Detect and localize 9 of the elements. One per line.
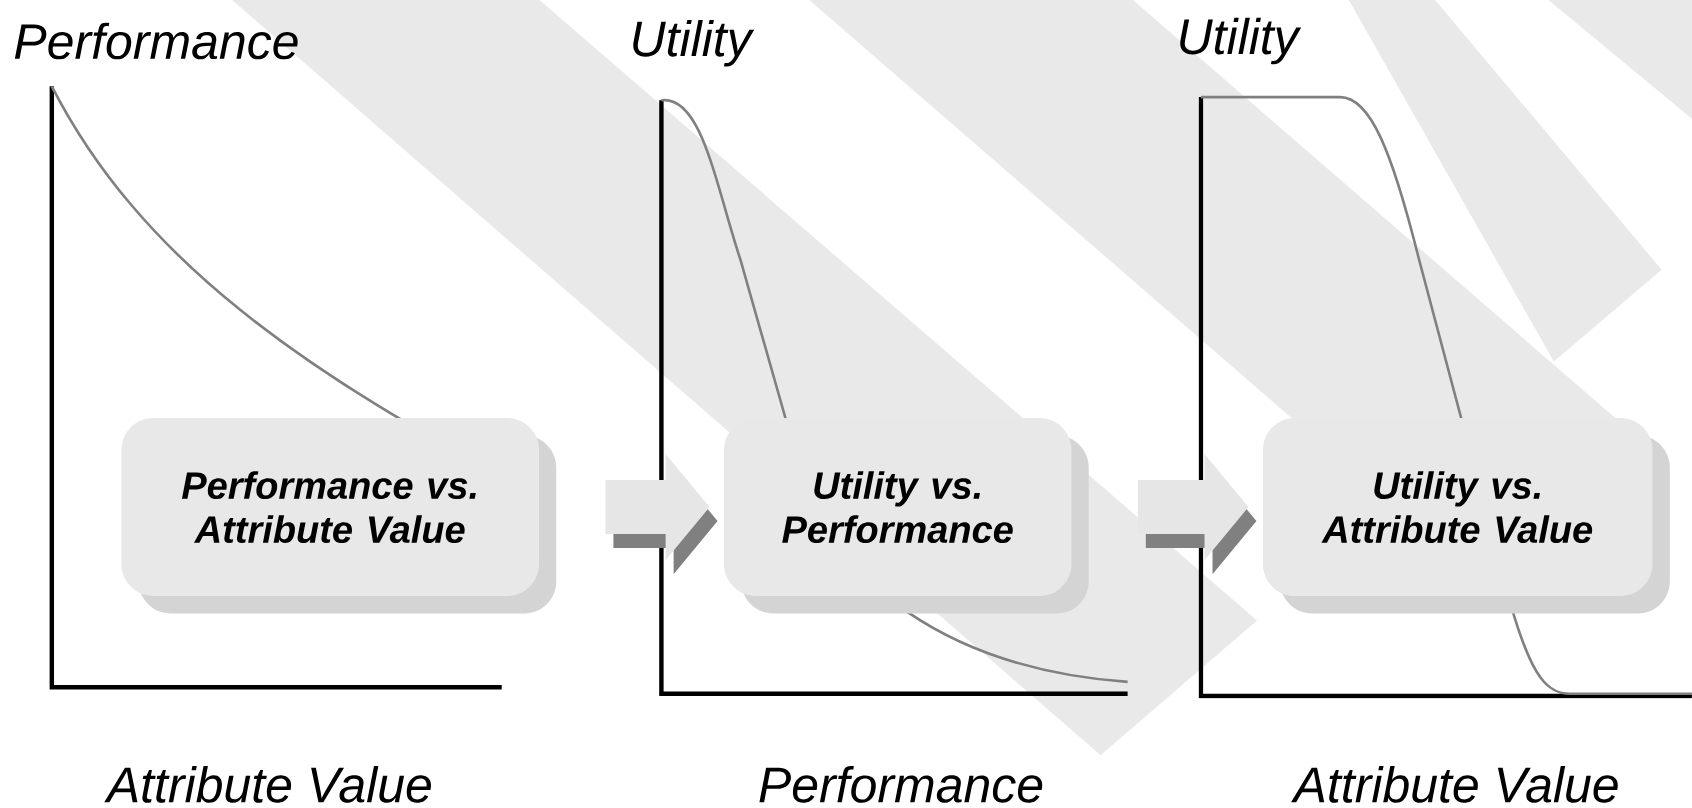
process-box: Performance vs. Attribute Value — [121, 418, 557, 614]
process-box: Utility vs. Performance — [724, 418, 1089, 614]
axis-title: Attribute Value — [104, 766, 431, 803]
axis-title: Utility — [633, 19, 755, 67]
process-box: Utility vs. Attribute Value — [1262, 418, 1670, 614]
axis-title: Attribute Value — [1291, 766, 1618, 803]
axis-title: Performance — [759, 766, 1043, 803]
axis-title: Utility — [1180, 17, 1302, 65]
axis-title: Performance — [14, 22, 298, 60]
